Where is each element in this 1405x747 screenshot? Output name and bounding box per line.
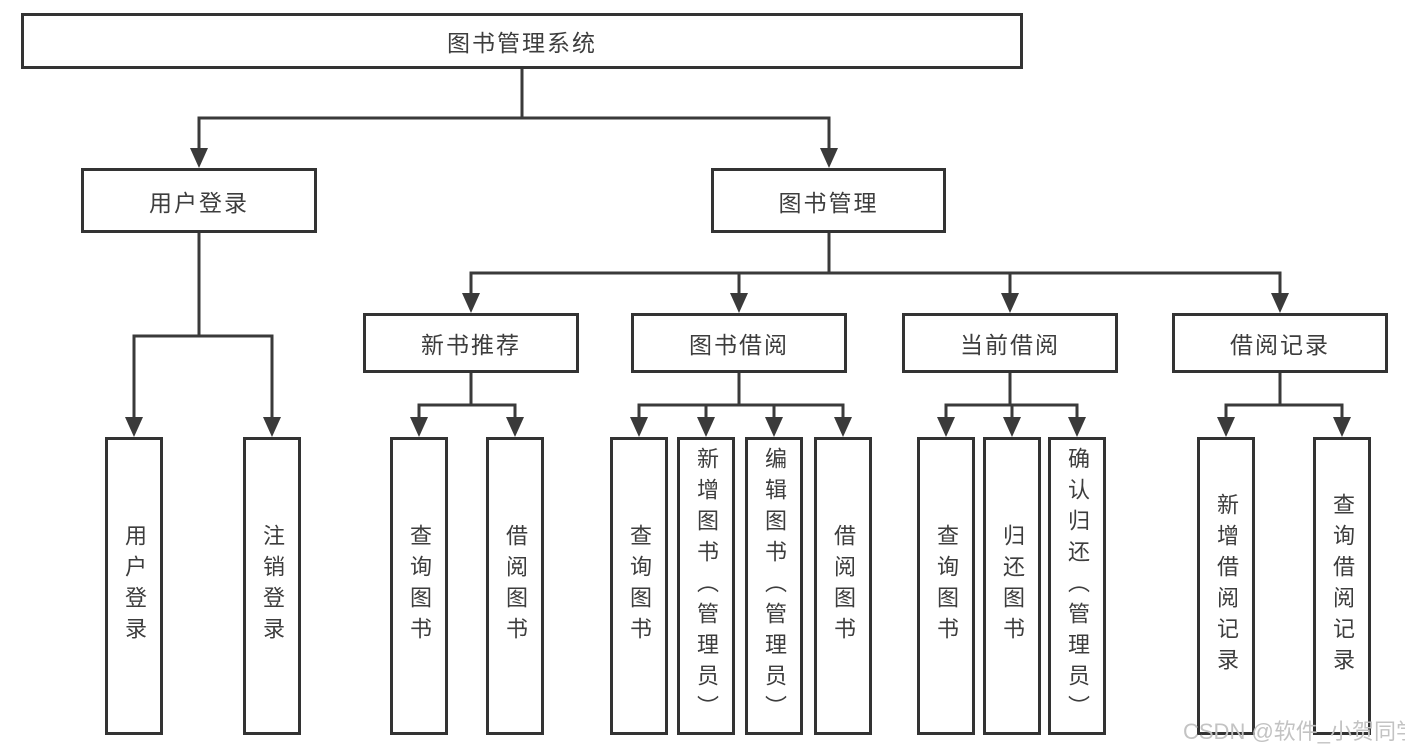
arrow-down-icon	[1271, 293, 1289, 313]
leaf-query-borrow-record: 查询借阅记录	[1313, 437, 1371, 735]
leaf-add-books-admin: 新增图书（管理员）	[677, 437, 735, 735]
leaf-label: 新增借阅记录	[1214, 493, 1239, 679]
connector-root	[197, 69, 831, 150]
leaf-label: 归还图书	[1000, 524, 1025, 648]
node-label: 当前借阅	[960, 332, 1060, 358]
arrow-down-icon	[1003, 417, 1021, 437]
leaf-label: 查询借阅记录	[1330, 493, 1355, 679]
arrow-down-icon	[937, 417, 955, 437]
node-user-login: 用户登录	[81, 168, 317, 233]
connector-book-management	[469, 233, 1282, 295]
arrow-down-icon	[765, 417, 783, 437]
connector-new-book-recommend	[417, 373, 517, 419]
leaf-label: 注销登录	[260, 524, 285, 648]
leaf-logout: 注销登录	[243, 437, 301, 735]
leaf-return-books: 归还图书	[983, 437, 1041, 735]
arrow-down-icon	[506, 417, 524, 437]
leaf-confirm-return-admin: 确认归还（管理员）	[1048, 437, 1106, 735]
leaf-query-books: 查询图书	[610, 437, 668, 735]
leaf-query-books: 查询图书	[390, 437, 448, 735]
node-new-book-recommend: 新书推荐	[363, 313, 579, 373]
arrow-down-icon	[630, 417, 648, 437]
arrow-down-icon	[697, 417, 715, 437]
arrow-down-icon	[125, 417, 143, 437]
arrow-down-icon	[462, 293, 480, 313]
arrow-down-icon	[263, 417, 281, 437]
leaf-label: 用户登录	[122, 524, 147, 648]
leaf-add-borrow-record: 新增借阅记录	[1197, 437, 1255, 735]
arrow-down-icon	[1068, 417, 1086, 437]
leaf-label: 借阅图书	[831, 524, 856, 648]
node-label: 图书管理	[778, 189, 879, 216]
arrow-down-icon	[1001, 293, 1019, 313]
connector-borrow-records	[1224, 373, 1344, 419]
arrow-down-icon	[834, 417, 852, 437]
connector-book-borrow	[637, 373, 845, 419]
leaf-label: 查询图书	[627, 524, 652, 648]
leaf-label: 借阅图书	[503, 524, 528, 648]
leaf-edit-books-admin: 编辑图书（管理员）	[745, 437, 803, 735]
arrow-down-icon	[730, 293, 748, 313]
leaf-borrow-books: 借阅图书	[486, 437, 544, 735]
leaf-borrow-books: 借阅图书	[814, 437, 872, 735]
node-label: 图书管理系统	[447, 30, 597, 56]
arrow-down-icon	[410, 417, 428, 437]
node-label: 用户登录	[149, 189, 249, 216]
leaf-label: 查询图书	[407, 524, 432, 648]
node-library-management-system: 图书管理系统	[21, 13, 1023, 69]
leaf-label: 查询图书	[934, 524, 959, 648]
connector-user-login	[132, 233, 274, 419]
csdn-watermark: CSDN @软件_小贺同学	[1183, 719, 1405, 744]
node-label: 图书借阅	[689, 332, 789, 358]
node-current-borrow: 当前借阅	[902, 313, 1118, 373]
arrow-down-icon	[820, 148, 838, 168]
leaf-query-books: 查询图书	[917, 437, 975, 735]
leaf-label: 确认归还（管理员）	[1065, 446, 1090, 726]
leaf-label: 编辑图书（管理员）	[762, 446, 787, 726]
node-book-management: 图书管理	[711, 168, 946, 233]
node-label: 借阅记录	[1230, 332, 1330, 358]
arrow-down-icon	[190, 148, 208, 168]
leaf-user-login: 用户登录	[105, 437, 163, 735]
leaf-label: 新增图书（管理员）	[694, 446, 719, 726]
node-book-borrow: 图书借阅	[631, 313, 847, 373]
node-label: 新书推荐	[421, 332, 521, 358]
connector-current-borrow	[944, 373, 1079, 419]
arrow-down-icon	[1217, 417, 1235, 437]
node-borrow-records: 借阅记录	[1172, 313, 1388, 373]
arrow-down-icon	[1333, 417, 1351, 437]
